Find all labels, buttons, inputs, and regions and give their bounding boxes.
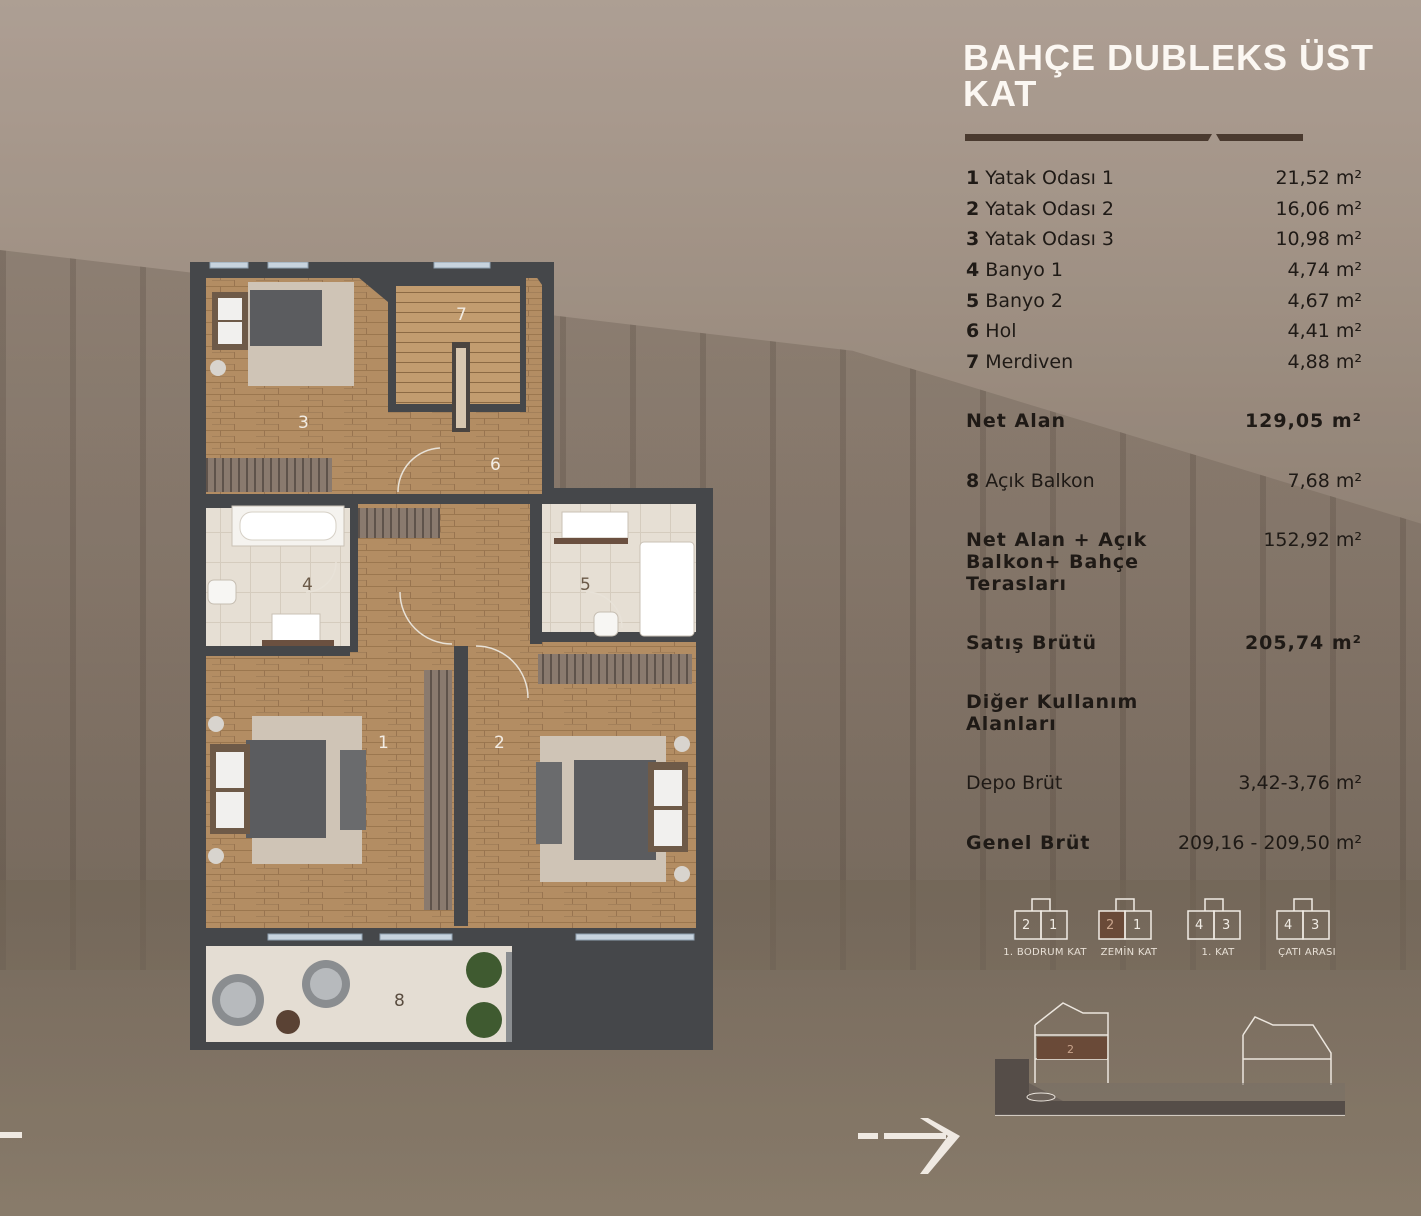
floor-right-number: 3 — [1311, 918, 1319, 933]
floor-caption: ÇATI ARASI — [1278, 947, 1336, 958]
section-floor-label: 2 — [1067, 1043, 1074, 1056]
floor-plan-icon: 4 3 — [1187, 898, 1241, 940]
room-name: Banyo 2 — [985, 290, 1063, 312]
sales-gross-label: Satış Brütü — [966, 632, 1098, 654]
building-section-diagram: 2 — [995, 1002, 1345, 1116]
room-label-5: 5 — [580, 575, 591, 595]
total-gross-label: Genel Brüt — [966, 832, 1091, 854]
floor-right-number: 1 — [1133, 918, 1141, 933]
room-area: 4,74 m² — [1287, 259, 1362, 281]
room-label-2: 2 — [494, 733, 505, 753]
room-label-1: 1 — [378, 733, 389, 753]
room-area: 21,52 m² — [1275, 167, 1362, 189]
room-name: Hol — [985, 320, 1017, 342]
floor-left-number: 4 — [1195, 918, 1203, 933]
floor-caption: 1. BODRUM KAT — [1003, 947, 1087, 958]
floor-left-number: 4 — [1284, 918, 1292, 933]
room-name: Banyo 1 — [985, 259, 1063, 281]
room-number: 5 — [966, 290, 980, 312]
balcony-number: 8 — [966, 470, 980, 492]
floor-right-number: 1 — [1049, 918, 1057, 933]
floor-plan: 3 6 7 4 5 1 2 8 — [190, 262, 713, 1050]
room-name: Merdiven — [985, 351, 1074, 373]
room-number: 4 — [966, 259, 980, 281]
room-label-3: 3 — [298, 413, 309, 433]
room-number: 7 — [966, 351, 980, 373]
net-area-balcony-label: Net Alan + Açık Balkon+ Bahçe Terasları — [966, 529, 1148, 595]
room-label-7: 7 — [456, 305, 467, 325]
storage-label: Depo Brüt — [966, 772, 1063, 794]
room-name: Yatak Odası 1 — [985, 167, 1115, 189]
current-floor-highlight — [1037, 1037, 1107, 1059]
room-label-6: 6 — [490, 455, 501, 475]
room-label-4: 4 — [302, 575, 313, 595]
balcony-area: 7,68 m² — [1287, 470, 1362, 492]
room-area: 4,41 m² — [1287, 320, 1362, 342]
floor-left-number: 2 — [1022, 918, 1030, 933]
balcony-name: Açık Balkon — [985, 470, 1095, 492]
floor-right-number: 3 — [1222, 918, 1230, 933]
room-area: 16,06 m² — [1275, 198, 1362, 220]
other-uses-label: Diğer Kullanım Alanları — [966, 691, 1139, 735]
room-number: 6 — [966, 320, 980, 342]
floor-plan-icon: 2 1 — [1014, 898, 1068, 940]
room-area: 10,98 m² — [1275, 228, 1362, 250]
room-area: 4,88 m² — [1287, 351, 1362, 373]
total-gross-value: 209,16 - 209,50 m² — [1177, 832, 1362, 854]
sales-gross-value: 205,74 m² — [1244, 632, 1362, 654]
arrow-right-icon[interactable] — [858, 1116, 962, 1176]
floor-plan-icon: 4 3 — [1276, 898, 1330, 940]
room-number: 1 — [966, 167, 980, 189]
net-area-balcony-value: 152,92 m² — [1263, 529, 1362, 551]
net-area-value: 129,05 m² — [1244, 410, 1362, 432]
room-area: 4,67 m² — [1287, 290, 1362, 312]
room-number: 3 — [966, 228, 980, 250]
room-name: Yatak Odası 3 — [985, 228, 1115, 250]
title-divider — [965, 134, 1303, 141]
floor-caption: 1. KAT — [1201, 947, 1235, 958]
room-label-8: 8 — [394, 991, 405, 1011]
storage-value: 3,42-3,76 m² — [1238, 772, 1362, 794]
arrow-left-icon[interactable] — [0, 1124, 26, 1148]
floor-caption: ZEMİN KAT — [1100, 947, 1158, 958]
room-number: 2 — [966, 198, 980, 220]
net-area-label: Net Alan — [966, 410, 1067, 432]
floor-plan-icon: 2 1 — [1098, 898, 1152, 940]
room-name: Yatak Odası 2 — [985, 198, 1115, 220]
page-title: BAHÇE DUBLEKS ÜST KAT — [963, 37, 1375, 114]
floor-left-number: 2 — [1106, 918, 1114, 933]
